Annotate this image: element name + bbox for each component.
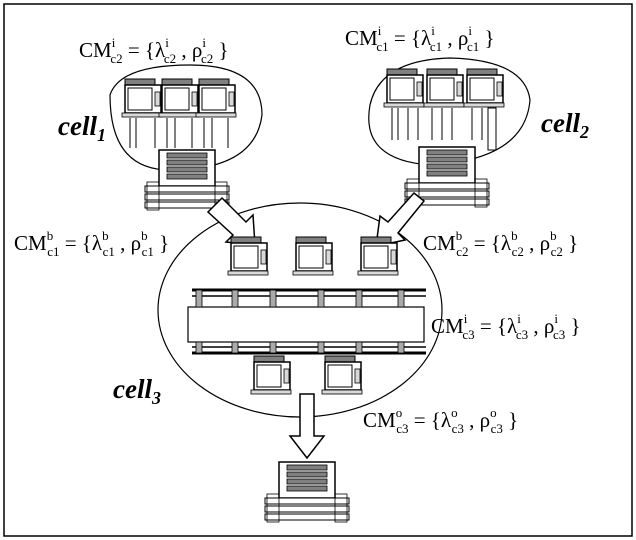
cell3-label: cell3 <box>113 374 161 408</box>
arrow-cell2-to-cell3 <box>375 191 426 247</box>
cell2-machines <box>383 68 505 151</box>
cell2-label: cell2 <box>541 108 589 142</box>
cell1-boundary <box>109 64 263 171</box>
cell3-buffer-machines <box>227 236 399 276</box>
cell2-boundary <box>368 57 531 166</box>
cell1-label: cell1 <box>58 111 106 145</box>
cell3-conveyor <box>187 288 426 355</box>
arrow-cell3-to-output <box>288 393 326 460</box>
cell1-machines <box>121 78 237 148</box>
